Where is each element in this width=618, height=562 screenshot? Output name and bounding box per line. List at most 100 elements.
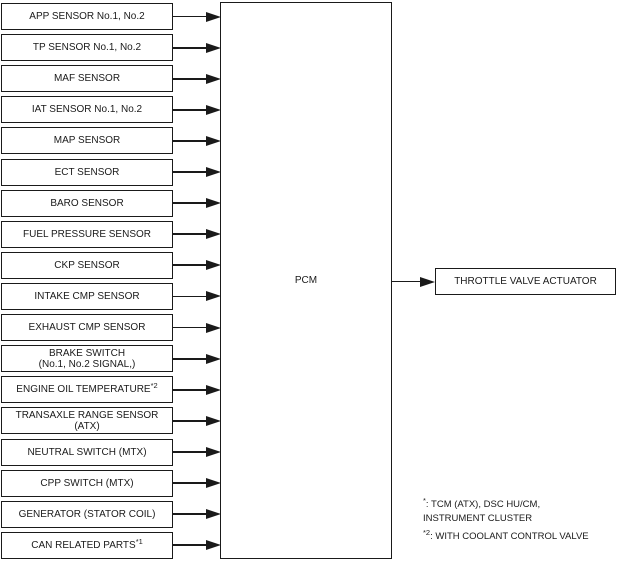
input-column: APP SENSOR No.1, No.2 TP SENSOR No.1, No…: [1, 3, 221, 559]
arrow-head: [206, 291, 221, 302]
footnote-1-marker: *: [423, 496, 426, 505]
input-box: CAN RELATED PARTS*1: [1, 531, 173, 559]
arrow-head: [206, 509, 221, 520]
arrow-shaft: [173, 295, 206, 298]
input-row: EXHAUST CMP SENSOR: [1, 314, 221, 342]
footnote-1-text: : TCM (ATX), DSC HU/CM,: [425, 499, 541, 510]
arrow-shaft: [173, 420, 206, 422]
arrow-right-icon: [173, 415, 221, 426]
input-box-label: TRANSAXLE RANGE SENSOR: [15, 409, 159, 421]
arrow-head: [206, 322, 221, 333]
arrow-right-icon: [173, 291, 221, 302]
arrow-shaft: [173, 15, 206, 18]
arrow-head: [420, 276, 435, 287]
footnote-1-line2: INSTRUMENT CLUSTER: [423, 513, 533, 524]
arrow-shaft: [173, 513, 206, 516]
arrow-right-icon: [173, 135, 221, 146]
input-box-label: MAP SENSOR: [53, 135, 121, 147]
arrow-right-icon: [173, 322, 221, 333]
input-box: IAT SENSOR No.1, No.2: [1, 96, 173, 124]
arrow-right-icon: [173, 260, 221, 271]
pcm-label: PCM: [294, 275, 318, 286]
footnote-2-marker: *2: [423, 528, 431, 537]
footnotes: *: TCM (ATX), DSC HU/CM, INSTRUMENT CLUS…: [423, 496, 589, 544]
footnote-marker: *1: [135, 536, 143, 546]
arrow-right-icon: [173, 509, 221, 520]
input-box: BARO SENSOR: [1, 189, 173, 217]
input-row: MAF SENSOR: [1, 65, 221, 93]
input-box-label: CKP SENSOR: [54, 259, 120, 271]
arrow-head: [206, 229, 221, 240]
arrow-right-icon: [173, 104, 221, 115]
input-row: INTAKE CMP SENSOR: [1, 282, 221, 310]
input-box-label-line2: (ATX): [74, 420, 100, 432]
throttle-valve-actuator-label: THROTTLE VALVE ACTUATOR: [454, 276, 597, 287]
arrow-head: [206, 198, 221, 209]
arrow-right-icon: [173, 540, 221, 551]
arrow-head: [206, 384, 221, 395]
arrow-shaft: [173, 357, 206, 360]
arrow-shaft: [173, 77, 206, 80]
arrow-shaft: [173, 46, 206, 49]
input-box: EXHAUST CMP SENSOR: [1, 314, 173, 342]
input-box: ENGINE OIL TEMPERATURE*2: [1, 376, 173, 404]
input-box-label: GENERATOR (STATOR COIL): [18, 508, 156, 520]
input-row: MAP SENSOR: [1, 127, 221, 155]
footnote-2-text: : WITH COOLANT CONTROL VALVE: [430, 531, 589, 542]
input-box: FUEL PRESSURE SENSOR: [1, 220, 173, 248]
input-box: BRAKE SWITCH (No.1, No.2 SIGNAL,): [1, 345, 173, 373]
arrow-head: [206, 135, 221, 146]
input-row: BRAKE SWITCH (No.1, No.2 SIGNAL,): [1, 345, 221, 373]
arrow-right-icon: [173, 384, 221, 395]
input-row: APP SENSOR No.1, No.2: [1, 3, 221, 30]
input-box: INTAKE CMP SENSOR: [1, 282, 173, 310]
arrow-shaft: [173, 544, 206, 547]
arrow-head: [206, 11, 221, 22]
arrow-shaft: [173, 140, 206, 142]
arrow-right-icon: [173, 73, 221, 84]
arrow-shaft: [173, 482, 206, 485]
pcm-box: PCM: [220, 2, 392, 559]
arrow-right-icon: [173, 42, 221, 53]
arrow-right-icon: [173, 11, 221, 22]
input-box-label: NEUTRAL SWITCH (MTX): [27, 446, 147, 458]
input-row: GENERATOR (STATOR COIL): [1, 500, 221, 528]
arrow-shaft: [173, 108, 206, 111]
arrow-right-icon: [173, 478, 221, 489]
input-box-label: IAT SENSOR No.1, No.2: [31, 104, 143, 116]
input-row: CKP SENSOR: [1, 251, 221, 279]
input-row: NEUTRAL SWITCH (MTX): [1, 438, 221, 466]
input-row: IAT SENSOR No.1, No.2: [1, 96, 221, 124]
input-box-label: ENGINE OIL TEMPERATURE*2: [16, 381, 158, 396]
input-box-label: INTAKE CMP SENSOR: [34, 290, 140, 302]
input-box: CPP SWITCH (MTX): [1, 469, 173, 497]
arrow-head: [206, 540, 221, 551]
input-row: FUEL PRESSURE SENSOR: [1, 220, 221, 248]
arrow-right-icon: [173, 167, 221, 178]
arrow-shaft: [173, 171, 206, 173]
arrow-shaft: [173, 326, 206, 329]
input-row: BARO SENSOR: [1, 189, 221, 217]
arrow-head: [206, 42, 221, 53]
input-row: TRANSAXLE RANGE SENSOR (ATX): [1, 407, 221, 435]
arrow-head: [206, 447, 221, 458]
arrow-right-icon: [173, 229, 221, 240]
input-box-label: APP SENSOR No.1, No.2: [29, 11, 145, 22]
input-row: CAN RELATED PARTS*1: [1, 531, 221, 559]
input-box-label: ECT SENSOR: [54, 166, 120, 178]
input-box-label: TP SENSOR No.1, No.2: [32, 42, 142, 54]
input-box-label: MAF SENSOR: [53, 73, 121, 85]
arrow-right-icon: [173, 198, 221, 209]
footnote-2: *2: WITH COOLANT CONTROL VALVE: [423, 528, 589, 544]
input-box: TP SENSOR No.1, No.2: [1, 34, 173, 62]
input-box: CKP SENSOR: [1, 251, 173, 279]
arrow-head: [206, 415, 221, 426]
input-box-label: BARO SENSOR: [50, 197, 124, 209]
arrow-head: [206, 353, 221, 364]
input-box: MAF SENSOR: [1, 65, 173, 93]
arrow-shaft: [392, 280, 420, 283]
arrow-head: [206, 167, 221, 178]
arrow-shaft: [173, 202, 206, 205]
arrow-head: [206, 73, 221, 84]
